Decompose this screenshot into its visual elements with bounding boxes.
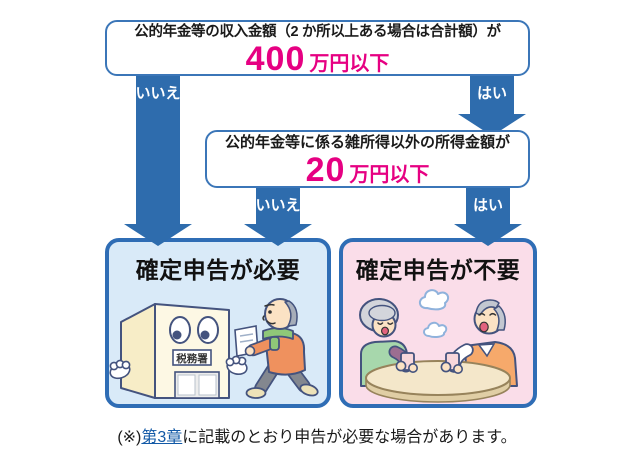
arrow-yes-from-question1: はい: [458, 72, 526, 136]
hands-and-cups: [388, 343, 474, 375]
relaxing-couple-illustration: [359, 289, 518, 403]
question2-text: 公的年金等に係る雑所得以外の所得金額が: [224, 134, 510, 151]
question-box-pension-income: 公的年金等の収入金額（2 か所以上ある場合は合計額）が 400 万円以下: [105, 20, 530, 76]
outcome-box-filing-not-required: 確定申告が不要: [339, 238, 537, 408]
question1-threshold: 400 万円以下: [246, 42, 390, 76]
outcome-required-title: 確定申告が必要: [135, 257, 301, 283]
arrow-label-yes: はい: [472, 197, 503, 214]
question2-amount: 20: [305, 151, 346, 189]
arrow-label-yes: はい: [476, 85, 507, 102]
building-hands: [109, 355, 248, 380]
arrow-head-icon: [124, 224, 192, 246]
arrow-shaft: [466, 186, 510, 224]
chapter3-link[interactable]: 第3章: [141, 429, 183, 446]
question1-amount: 400: [245, 40, 306, 78]
building-entrance: [174, 371, 220, 399]
tax-office-sign-text: 税務署: [176, 352, 208, 365]
arrow-head-icon: [454, 224, 522, 246]
footnote-suffix: に記載のとおり申告が必要な場合があります。: [182, 429, 517, 446]
outcome-not-required-title: 確定申告が不要: [355, 257, 521, 283]
arrow-shaft: [256, 186, 300, 224]
steam-icon: [419, 289, 449, 338]
arrow-no-from-question2: いいえ: [244, 186, 312, 246]
question1-text: 公的年金等の収入金額（2 か所以上ある場合は合計額）が: [134, 24, 501, 40]
arrow-head-icon: [244, 224, 312, 246]
arrow-label-no: いいえ: [255, 197, 301, 214]
question2-threshold: 20 万円以下: [306, 153, 430, 187]
arrow-shaft: [470, 72, 514, 114]
footnote-prefix: (※): [117, 429, 142, 446]
arrow-yes-from-question2: はい: [454, 186, 522, 246]
question2-unit: 万円以下: [349, 164, 430, 186]
tax-office-illustration: 税務署: [109, 298, 319, 399]
tax-office-sign: [172, 349, 212, 366]
elderly-man-figure: [234, 298, 319, 399]
building-eyes-icon: [169, 316, 219, 344]
arrow-no-from-question1: いいえ: [124, 68, 192, 246]
question1-unit: 万円以下: [309, 53, 390, 75]
question-box-other-income: 公的年金等に係る雑所得以外の所得金額が 20 万円以下: [205, 130, 530, 188]
table: [365, 360, 511, 403]
outcome-box-filing-required: 確定申告が必要 税務署: [105, 238, 331, 408]
arrow-shaft: [136, 68, 180, 224]
footnote: (※)第3章に記載のとおり申告が必要な場合があります。: [0, 423, 634, 447]
arrow-label-no: いいえ: [135, 85, 181, 102]
